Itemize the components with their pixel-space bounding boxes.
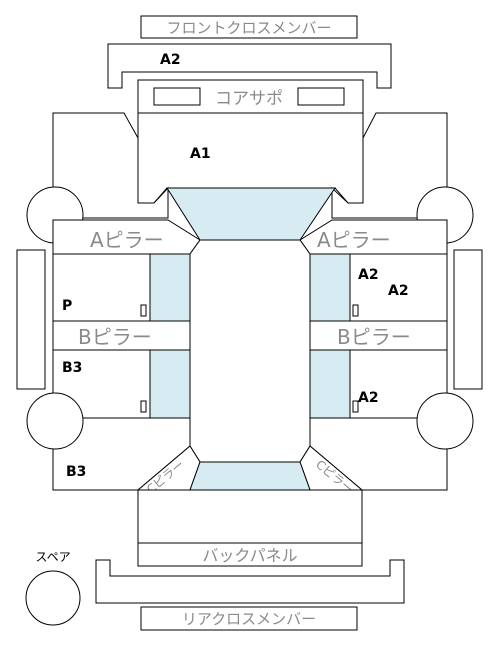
- window-right-rear: [309, 349, 351, 419]
- rear-wheel-left: [26, 392, 84, 450]
- door-handle-right-front: [352, 304, 359, 317]
- door-handle-left-front: [140, 304, 147, 317]
- window-left-front: [149, 253, 191, 322]
- b-pillar-right: [309, 320, 448, 351]
- headlight-left: [153, 87, 201, 106]
- window-right-front: [309, 253, 351, 322]
- grade-right-rear-door: A2: [358, 390, 379, 406]
- grade-left-front-door: P: [62, 298, 72, 314]
- b-pillar-left-label: Bピラー: [78, 325, 152, 349]
- windshield: [166, 187, 336, 241]
- front-bumper-grade: A2: [160, 52, 181, 68]
- hood-grade: A1: [190, 146, 211, 162]
- rear-cross-member-box: [140, 606, 358, 631]
- roof: [189, 239, 311, 463]
- front-bumper: [107, 43, 392, 89]
- grade-left-quarter: B3: [66, 464, 86, 480]
- a-pillar-right-label: Aピラー: [317, 228, 391, 252]
- grade-left-rear-door: B3: [62, 360, 82, 376]
- door-right-front: [349, 253, 448, 322]
- door-handle-left-rear: [140, 400, 147, 413]
- rear-bumper: [95, 559, 405, 604]
- trunk: [137, 489, 363, 544]
- front-cross-member-label: フロントクロスメンバー: [166, 19, 331, 37]
- front-fender-left: [52, 112, 169, 219]
- side-step-right: [453, 249, 483, 390]
- back-panel-label: バックパネル: [202, 546, 297, 565]
- window-left-rear: [149, 349, 191, 419]
- side-step-left: [16, 249, 46, 390]
- front-cross-member-box: [140, 15, 358, 39]
- rear-cross-member-label: リアクロスメンバー: [182, 610, 316, 628]
- b-pillar-left: [52, 320, 191, 351]
- spare-tire: [25, 570, 81, 626]
- headlight-right: [297, 87, 345, 106]
- door-handle-right-rear: [352, 400, 359, 413]
- grade-right-front-door-2: A2: [388, 283, 409, 299]
- core-support-label: コアサポ: [215, 89, 283, 109]
- back-panel-box: [137, 542, 363, 567]
- rear-wheel-right: [416, 392, 474, 450]
- spare-label: スペア: [35, 550, 70, 564]
- grade-right-front-door-1: A2: [358, 267, 379, 283]
- b-pillar-right-label: Bピラー: [337, 325, 411, 349]
- a-pillar-left-label: Aピラー: [90, 228, 164, 252]
- rear-window: [189, 461, 311, 491]
- door-left-front: [52, 253, 151, 322]
